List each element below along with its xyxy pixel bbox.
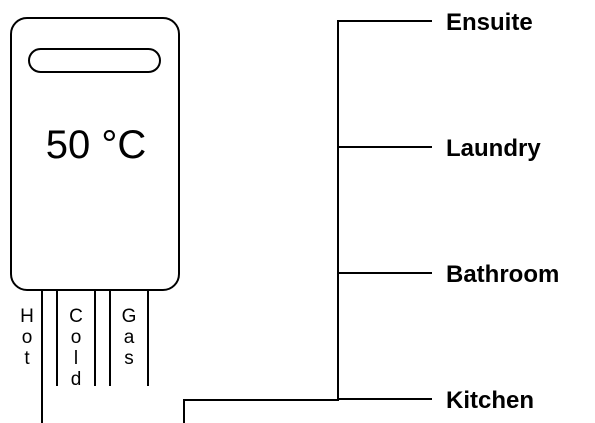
cold-pipe-label: C o l d (69, 306, 83, 390)
pipe-letter: o (22, 327, 33, 348)
pipe-letter: a (124, 327, 135, 348)
room-label-ensuite: Ensuite (446, 9, 533, 36)
room-label-bathroom: Bathroom (446, 261, 559, 288)
temperature-reading: 50 °C (46, 123, 147, 167)
room-label-kitchen: Kitchen (446, 387, 534, 414)
pipe-letter: H (20, 306, 34, 327)
room-label-laundry: Laundry (446, 135, 541, 162)
heater-display-slot-icon (28, 48, 161, 73)
pipe-letter: d (71, 369, 82, 390)
pipe-letter: l (74, 348, 78, 369)
pipe-letter: t (24, 348, 30, 369)
gas-pipe-label: G a s (122, 306, 137, 369)
pipe-letter: s (124, 348, 134, 369)
pipe-letter: o (71, 327, 82, 348)
hot-pipe-label: H o t (20, 306, 34, 369)
pipe-letter: G (122, 306, 137, 327)
pipe-letter: C (69, 306, 83, 327)
